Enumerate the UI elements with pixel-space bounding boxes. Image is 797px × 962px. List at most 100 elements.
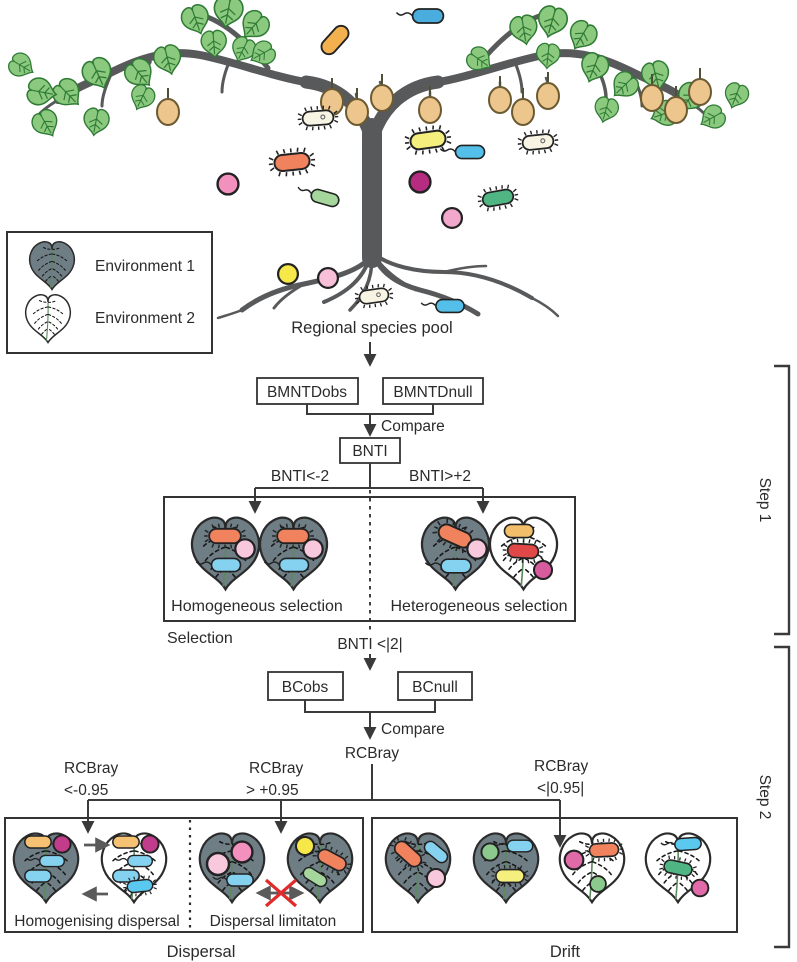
bacterium-coccus-icon [302, 538, 324, 560]
bacterium-rod-icon [112, 835, 140, 849]
dark-leaf-icon [30, 242, 75, 290]
bacterium-flagellate-icon [395, 8, 445, 24]
bacterium-coccus-icon [425, 867, 447, 889]
tree-leaf-icon [721, 80, 751, 111]
bacterium-rod-icon [503, 523, 535, 539]
drift-panel [384, 830, 710, 903]
rc-left-label-2: <-0.95 [64, 782, 108, 799]
bnti-gt-label: BNTI>+2 [409, 468, 471, 485]
step1-bracket [774, 364, 791, 636]
step2-bracket [774, 645, 791, 949]
fruit-icon [370, 73, 394, 112]
tree-roots [216, 252, 560, 320]
tree-leaf-icon [151, 43, 184, 78]
bacterium-rod-icon [317, 21, 353, 59]
bacterium-coccus-icon [52, 834, 72, 854]
compare-label-1: Compare [381, 418, 445, 435]
bnti-lt-label: BNTI<-2 [271, 468, 329, 485]
legend-box: Environment 1 Environment 2 [6, 231, 213, 354]
bnti-box [339, 437, 401, 464]
pool-caption: Regional species pool [291, 319, 452, 337]
bacterium-coccus-icon [294, 835, 316, 857]
bc-null-box [397, 671, 473, 701]
dispersal-label: Dispersal [167, 943, 236, 961]
bacterium-ciliated-icon [353, 282, 394, 310]
bacterium-coccus-icon [316, 266, 340, 290]
selection-box [163, 496, 576, 622]
bacterium-coccus-icon [563, 849, 585, 871]
bacterium-coccus-icon [532, 559, 554, 581]
rc-right-label-1: RCBray [534, 758, 589, 775]
tree-leaf-icon [6, 50, 39, 83]
bacterium-coccus-icon [230, 840, 254, 864]
bacterium-coccus-icon [408, 170, 432, 194]
compare-label-2: Compare [381, 721, 445, 738]
rc-mid-label-2: > +0.95 [246, 782, 299, 799]
bacterium-coccus-icon [480, 842, 500, 862]
tree-leaf-icon [695, 102, 728, 135]
bacterium-coccus-icon [690, 878, 710, 898]
tree-leaf-icon [592, 95, 621, 125]
bacterium-coccus-icon [216, 172, 240, 196]
bacterium-coccus-icon [589, 875, 607, 893]
rc-right-label-2: <|0.95| [537, 780, 584, 797]
bacterium-coccus-icon [205, 851, 231, 877]
bacterium-coccus-icon [466, 538, 488, 560]
bacterium-rod-icon [24, 835, 52, 849]
tree-leaf-icon [81, 107, 110, 138]
fruit-icon [488, 75, 512, 114]
homogeneous-selection-panel: Homogeneous selection [171, 518, 343, 615]
bacterium-flagellate-icon [420, 298, 465, 314]
bacterium-coccus-icon [440, 206, 464, 230]
limitation-label: Dispersal limitaton [210, 913, 337, 930]
fruit-icon [688, 67, 712, 106]
red-cross-icon [264, 878, 298, 908]
bmntd-null-box [382, 377, 484, 405]
tree-leaf-icon [211, 0, 244, 30]
dispersal-limitation-panel: Dispersal limitaton [200, 833, 356, 930]
bacterium-ciliated-icon [517, 128, 560, 156]
step1-flow: BMNTDobs BMNTDnull Compare BNTI BNTI<-2 … [163, 342, 791, 647]
light-leaf-icon [26, 295, 71, 343]
bmntd-obs-box [256, 377, 359, 405]
homogeneous-label: Homogeneous selection [171, 598, 343, 615]
legend-env2-label: Environment 2 [95, 310, 195, 327]
bc-obs-box [267, 671, 344, 701]
bacterium-coccus-icon [276, 262, 300, 286]
fruit-icon [536, 71, 560, 110]
step1-bracket-label: Step 1 [756, 478, 773, 523]
rcbray-label: RCBray [345, 745, 400, 762]
tree-illustration: Regional species pool [6, 0, 752, 337]
homogenising-dispersal-panel: Homogenising dispersal [14, 833, 180, 930]
homogenising-label: Homogenising dispersal [14, 913, 179, 930]
drift-label: Drift [550, 943, 581, 961]
bc-obs-label: BCobs [282, 679, 329, 696]
bc-null-label: BCnull [412, 679, 458, 696]
tree-leaf-icon [534, 4, 570, 41]
rc-mid-label-1: RCBray [249, 760, 304, 777]
tree-leaf-icon [535, 43, 560, 70]
tree-leaf-icon [29, 106, 64, 142]
selection-label: Selection [167, 630, 233, 647]
step2-bracket-label: Step 2 [756, 775, 773, 820]
tree-leaf-icon [126, 82, 158, 114]
bacterium-rod-icon [24, 869, 52, 883]
bacterium-ciliated-icon [475, 181, 521, 215]
bacterium-coccus-icon [140, 834, 160, 854]
bacterium-coccus-icon [234, 538, 256, 560]
bacterium-flagellate-icon [439, 144, 486, 160]
step2-flow: BNTI <|2| BCobs BCnull Compare RCBray RC… [4, 636, 791, 961]
bacterium-flagellate-icon [294, 183, 342, 209]
heterogeneous-label: Heterogeneous selection [390, 598, 567, 615]
bmntd-null-label: BMNTDnull [393, 384, 472, 401]
bacterium-ciliated-icon [266, 145, 318, 179]
tree-trunk-and-branches [32, 10, 712, 268]
fruit-icon [511, 87, 535, 126]
bnti-abs-label: BNTI <|2| [337, 636, 402, 653]
legend-env1-label: Environment 1 [95, 258, 195, 275]
drift-box [371, 817, 738, 933]
fruit-icon [156, 87, 180, 126]
bnti-label: BNTI [352, 443, 387, 460]
rc-left-label-1: RCBray [64, 760, 119, 777]
